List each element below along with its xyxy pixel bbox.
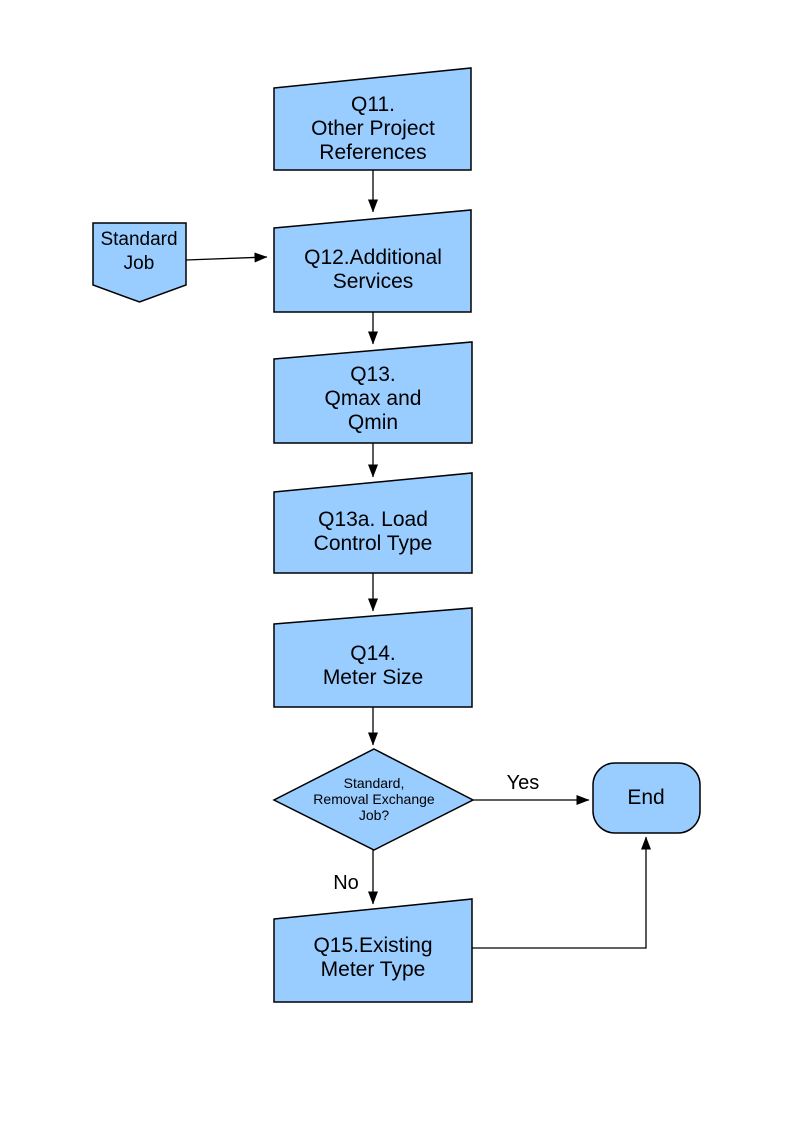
node-decision-shape <box>272 748 475 851</box>
node-q15-shape <box>273 898 473 1003</box>
node-standard-job-shape <box>92 222 187 303</box>
node-q13a-shape <box>273 472 473 574</box>
node-end-shape <box>592 762 701 834</box>
node-q13-shape <box>273 341 473 444</box>
edge-q15-to-end <box>472 836 651 949</box>
node-q12-shape <box>273 209 472 313</box>
node-q11-shape <box>273 67 472 171</box>
node-q14-shape <box>273 607 473 708</box>
edge-standard-job-to-q12 <box>185 252 268 263</box>
